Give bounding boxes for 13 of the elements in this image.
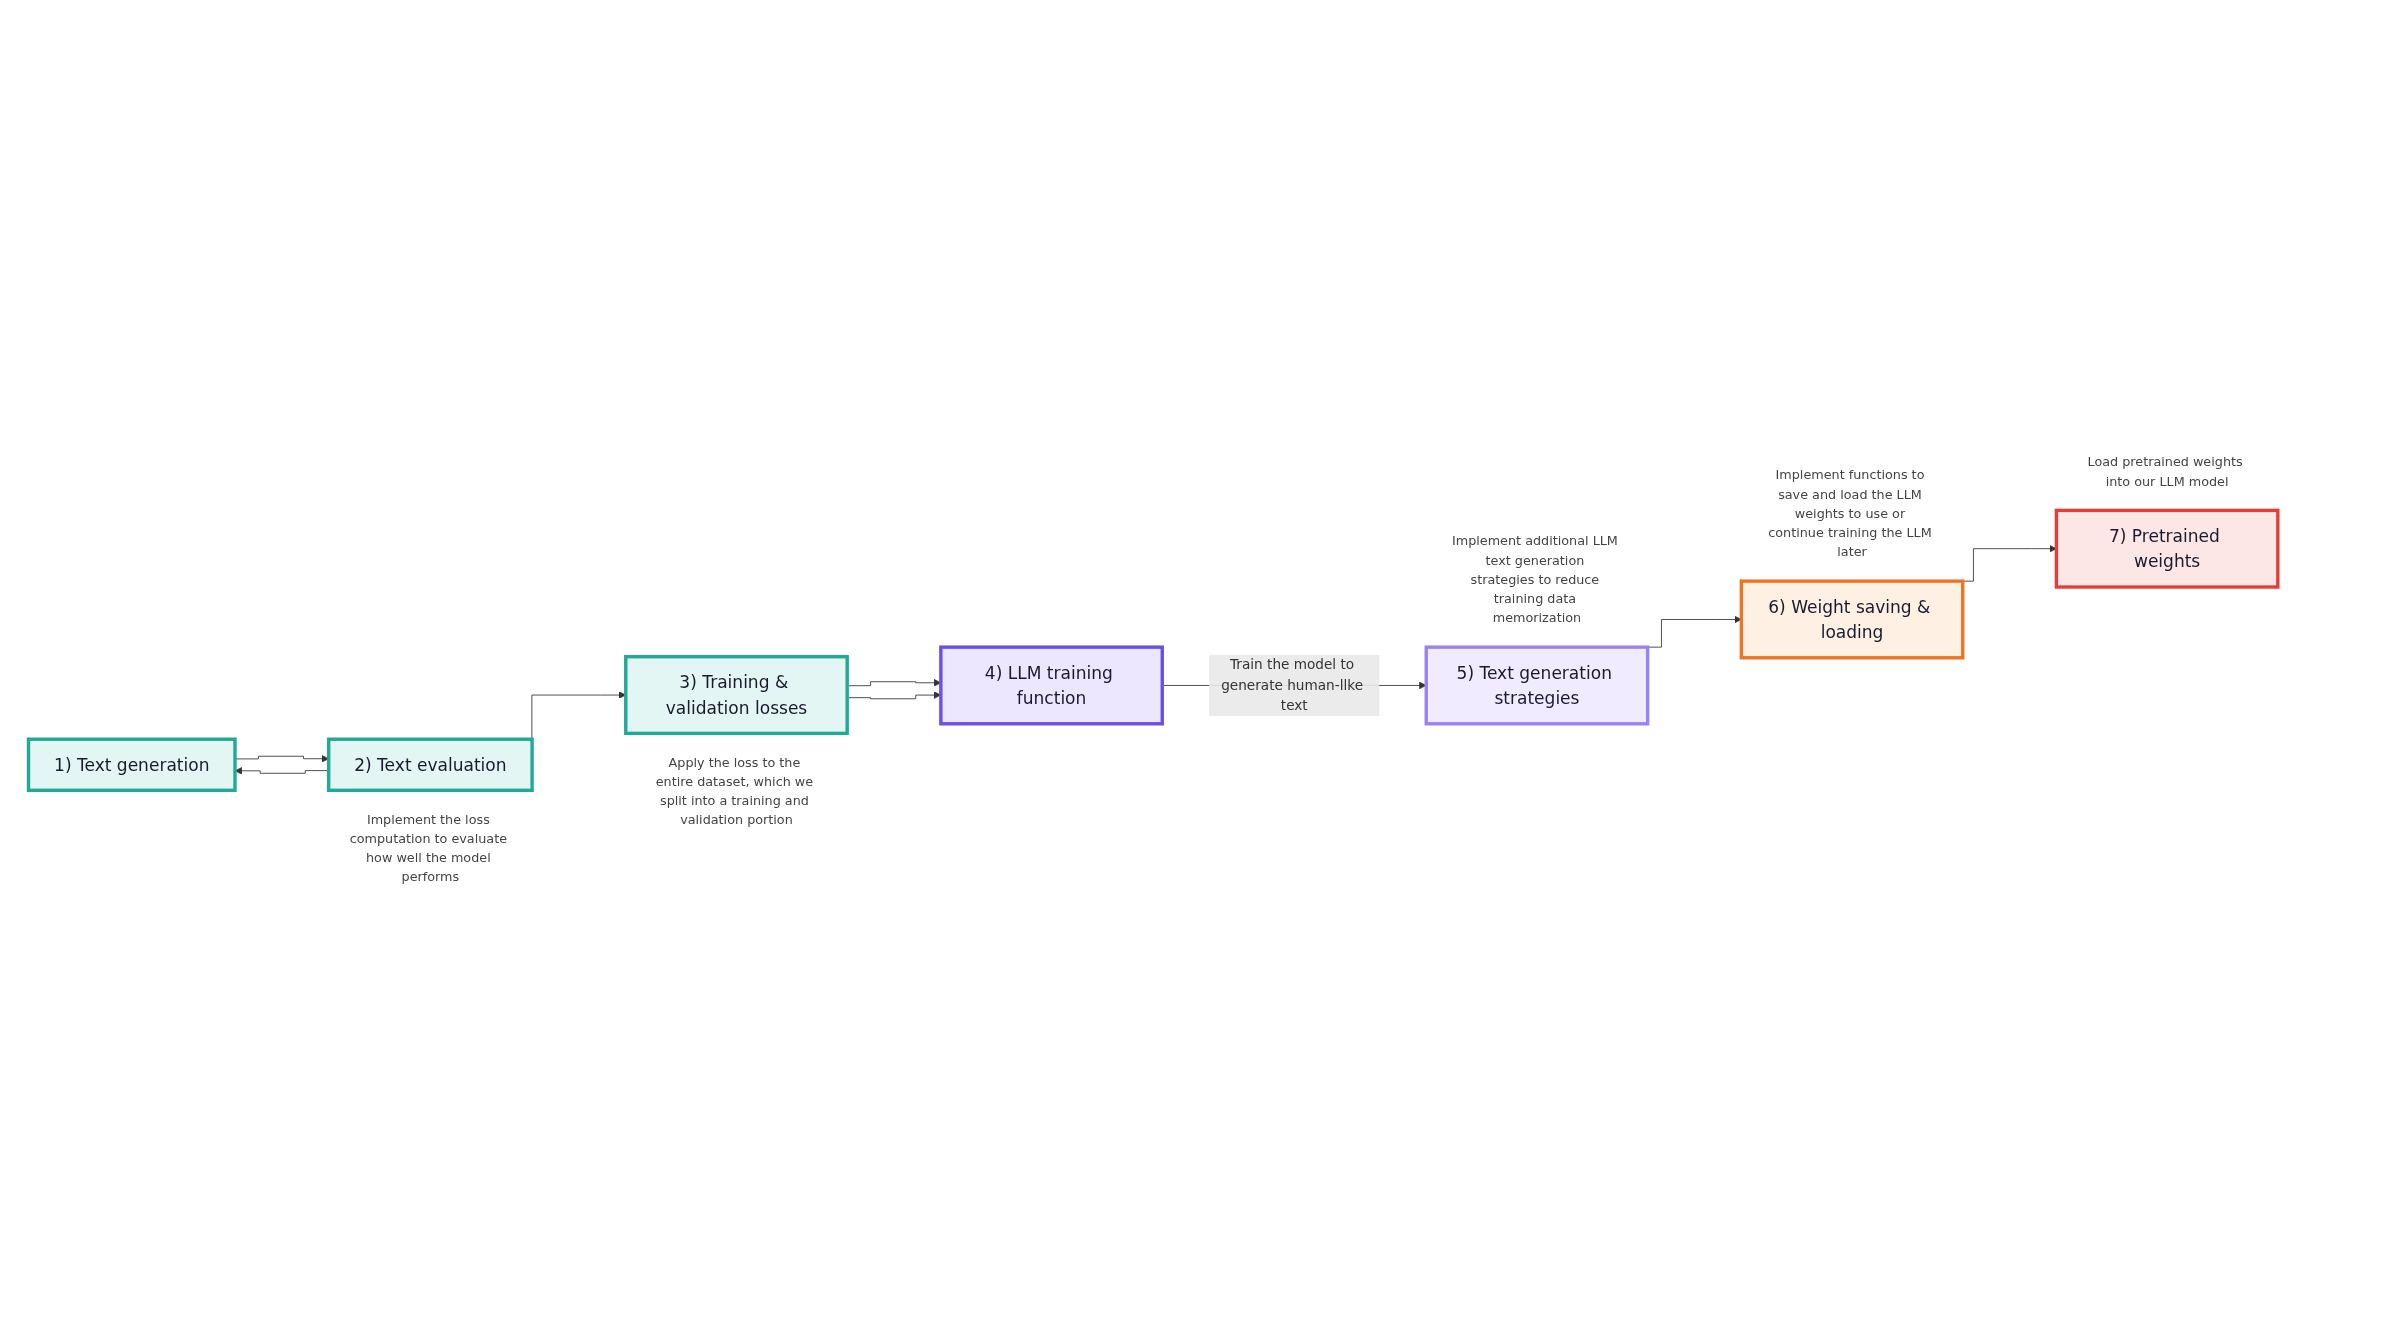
node-label: Load pretrained weights into our LLM model <box>2087 454 2243 489</box>
node-box: 6) Weight saving & loading <box>1739 579 1965 660</box>
node-label: Implement additional LLM text generation strategies to reduce training data memorization <box>1451 533 1618 626</box>
node-box: 5) Text generation strategies <box>1424 645 1650 726</box>
node-box: 7) Pretrained weights <box>2054 508 2280 589</box>
node-box: 1) Text generation <box>26 737 237 793</box>
node-box: 4) LLM training function <box>939 645 1164 726</box>
node-box: 2) Text evaluation <box>326 737 534 793</box>
edge-label: Train the model to generate human-llke text <box>1221 656 1364 714</box>
node-label: Implement the loss computation to evaluate how well the model performs <box>349 811 508 885</box>
node-label: Implement functions to save and load the LLM weights to use or continue training the LLM later <box>1768 467 1932 560</box>
node-box: 3) Training & validation losses <box>624 655 849 736</box>
node-label: Apply the loss to the entire dataset, which we split into a training and validation portion <box>655 754 814 828</box>
